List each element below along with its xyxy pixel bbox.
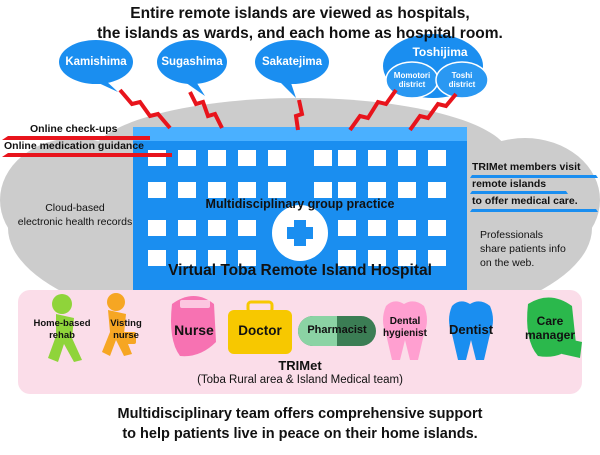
signal-bolt-icon [188,91,224,129]
building-window [238,150,256,166]
role-label-rehab: Home-based rehab [33,318,91,341]
building-window [314,182,332,198]
island-toshijima [383,34,489,99]
building-window [148,250,166,266]
district-label: Momotori district [393,71,431,89]
role-label-care-manager: Care manager [524,314,576,342]
tooth-dentist-icon [449,301,493,360]
role-label-nurse: Nurse [174,322,214,338]
role-label-visiting-nurse: Visting nurse [110,318,142,341]
online-checkups-label: Online check-ups [30,123,118,135]
building-window [178,150,196,166]
cloud-records-line: Cloud-based [45,202,105,214]
role-label-doctor: Doctor [238,323,282,338]
building-window [338,250,356,266]
building-window [238,220,256,236]
signal-bolt-icon [408,92,458,132]
island-sakatejima [255,40,329,98]
role-label-pharmacist: Pharmacist [307,324,367,336]
building-window [368,182,386,198]
group-practice-label: Multidisciplinary group practice [205,197,395,211]
building-window [428,250,446,266]
building-window [208,182,226,198]
building-window [428,182,446,198]
building-window [314,150,332,166]
building-window [398,250,416,266]
cloud-records-line: electronic health records [17,216,133,228]
signal-bolt-icon [118,88,172,130]
building-window [428,150,446,166]
team-name: TRIMet [278,358,322,373]
building-window [148,150,166,166]
island-label: Sugashima [161,56,223,68]
hospital-name: Virtual Toba Remote Island Hospital [168,262,432,279]
nurse-figure-icon [171,296,216,357]
building-window [338,150,356,166]
professionals-line: on the web. [480,257,535,269]
hospital-building [133,127,467,297]
building-window [428,220,446,236]
building-window [268,182,286,198]
building-window [398,220,416,236]
island-label: Sakatejima [261,56,323,68]
online-guidance-label: Online medication guidance [4,140,145,152]
online-underlines [2,136,172,157]
building-window [148,220,166,236]
professionals-line: Professionals [480,229,544,241]
building-window [398,182,416,198]
building-window [338,220,356,236]
headline-line-2: the islands as wards, and each home as h… [97,25,503,42]
role-label-dentist: Dentist [448,322,494,337]
headline-line-1: Entire remote islands are viewed as hosp… [130,5,470,22]
trimet-visit-line: remote islands [472,178,547,190]
professionals-line: share patients info [480,243,566,255]
doctor-bag-icon [228,300,292,354]
capsule-icon [298,316,376,346]
footer-line-1: Multidisciplinary team offers comprehens… [117,406,483,422]
visiting-nurse-figure-icon [102,293,136,356]
role-label-dental-hygienist: Dental hygienist [383,316,427,339]
building-window [178,250,196,266]
building-window [338,182,356,198]
building-window [208,250,226,266]
island-label: Toshijima [412,45,468,59]
tooth-hygienist-icon [383,301,427,360]
team-band [18,290,582,394]
building-window [368,250,386,266]
building-window [238,182,256,198]
visit-underlines [470,175,598,212]
island-label: Kamishima [65,56,127,68]
building-window [178,182,196,198]
signal-bolt-icon [348,88,398,132]
rehab-figure-icon [48,294,82,362]
signal-bolt-icon [293,99,305,131]
building-window [178,220,196,236]
trimet-visit-line: to offer medical care. [472,195,578,207]
trimet-visit-line: TRIMet members visit [472,161,581,173]
building-window [208,150,226,166]
building-window [148,182,166,198]
island-sugashima [157,40,227,96]
district-label: Toshi district [448,71,476,89]
footer-line-2: to help patients live in peace on their … [122,426,478,442]
building-window [368,150,386,166]
building-window [238,250,256,266]
signal-bolts [118,88,458,132]
building-window [398,150,416,166]
building-window [268,150,286,166]
building-window [208,220,226,236]
team-subtitle: (Toba Rural area & Island Medical team) [197,374,403,386]
building-window [368,220,386,236]
care-manager-figure-icon [527,297,582,358]
island-kamishima [59,40,133,92]
